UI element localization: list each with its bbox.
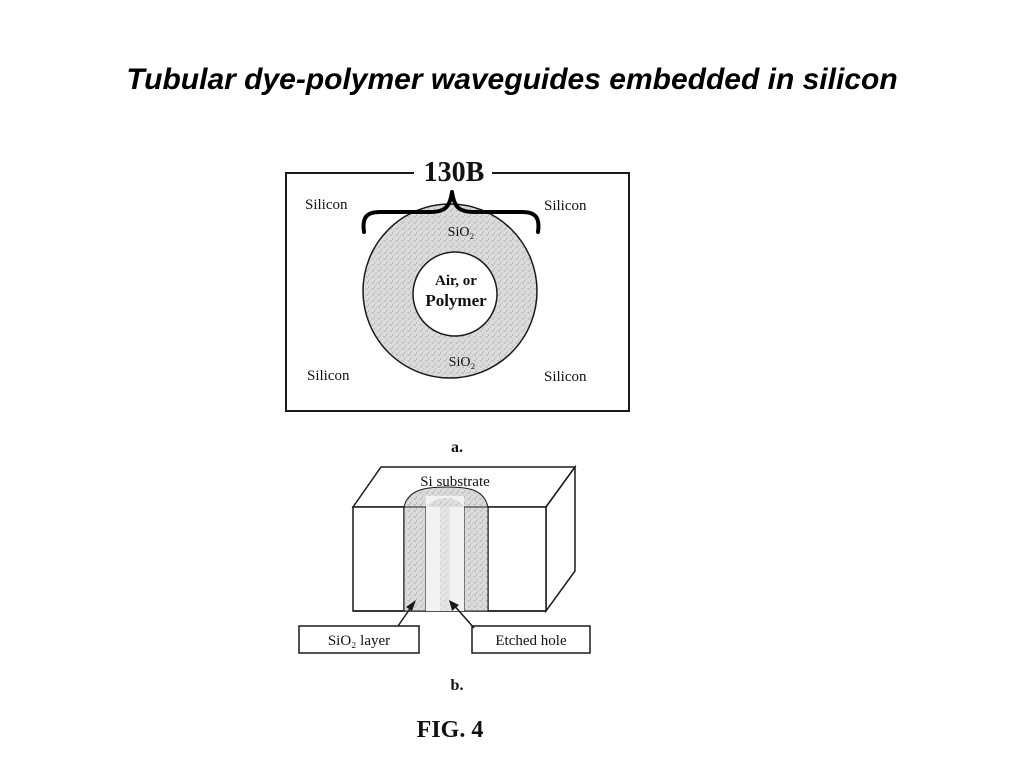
caption-b: b. [451, 677, 464, 694]
silicon-label-bottom-right: Silicon [544, 369, 587, 385]
figure-a: 130B Silicon Silicon Silicon Silicon SiO… [285, 154, 630, 456]
slide-title: Tubular dye-polymer waveguides embedded … [126, 63, 898, 96]
callout-hole-label: Etched hole [495, 633, 567, 649]
sio2-wall-right [463, 506, 489, 612]
core-circle [412, 251, 498, 337]
core-label-line2: Polymer [425, 291, 487, 310]
silicon-label-bottom-left: Silicon [307, 368, 350, 384]
sio2-label-top: SiO₂ [448, 225, 475, 240]
callout-hole-box [471, 625, 591, 654]
si-substrate-label: Si substrate [420, 474, 490, 490]
reference-label-bg [414, 154, 492, 184]
figure-caption: FIG. 4 [417, 717, 484, 743]
silicon-label-top-left: Silicon [305, 197, 348, 213]
silicon-label-top-right: Silicon [544, 198, 587, 214]
core-label-line1: Air, or [435, 273, 477, 289]
sio2-label-bottom: SiO₂ [449, 355, 476, 370]
callout-sio2-label: SiO₂ layer [328, 633, 390, 649]
reference-label: 130B [424, 157, 485, 188]
caption-a: a. [451, 439, 463, 456]
figure-b: Si substrate SiO₂ layer Etched hole b. [298, 464, 591, 694]
curly-brace [361, 190, 541, 234]
sio2-wall-left [403, 506, 427, 612]
callout-sio2-box [298, 625, 420, 654]
